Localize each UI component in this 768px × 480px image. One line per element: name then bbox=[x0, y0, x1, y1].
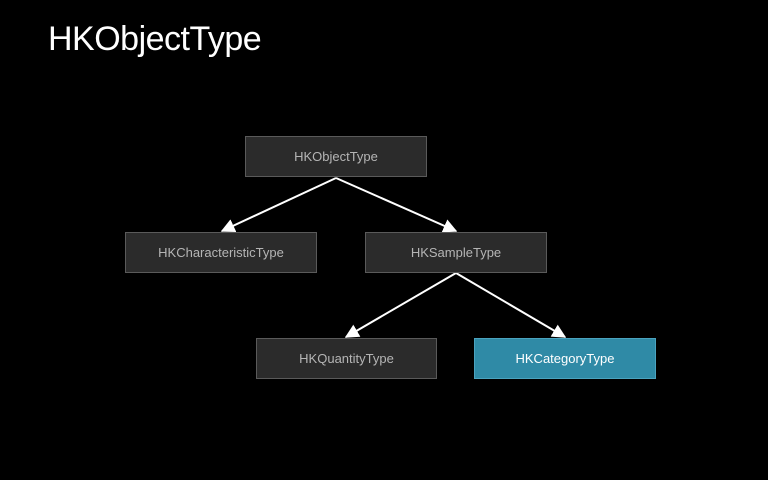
node-label: HKSampleType bbox=[410, 245, 502, 260]
node-hkcategorytype-highlighted: HKCategoryType bbox=[474, 338, 656, 379]
edge-root-to-characteristic bbox=[220, 177, 337, 233]
edge-sample-to-category bbox=[455, 272, 567, 338]
node-hkcharacteristictype: HKCharacteristicType bbox=[125, 232, 317, 273]
edge-root-to-sample bbox=[335, 177, 458, 233]
node-label: HKCategoryType bbox=[515, 351, 615, 366]
node-label: HKCharacteristicType bbox=[158, 245, 284, 260]
slide-title: HKObjectType bbox=[48, 20, 262, 58]
node-hkquantitytype: HKQuantityType bbox=[256, 338, 437, 379]
node-label: HKQuantityType bbox=[299, 351, 394, 366]
node-hksampletype: HKSampleType bbox=[365, 232, 547, 273]
node-hkobjecttype: HKObjectType bbox=[245, 136, 427, 177]
edge-sample-to-quantity bbox=[344, 272, 457, 338]
node-label: HKObjectType bbox=[294, 149, 378, 164]
